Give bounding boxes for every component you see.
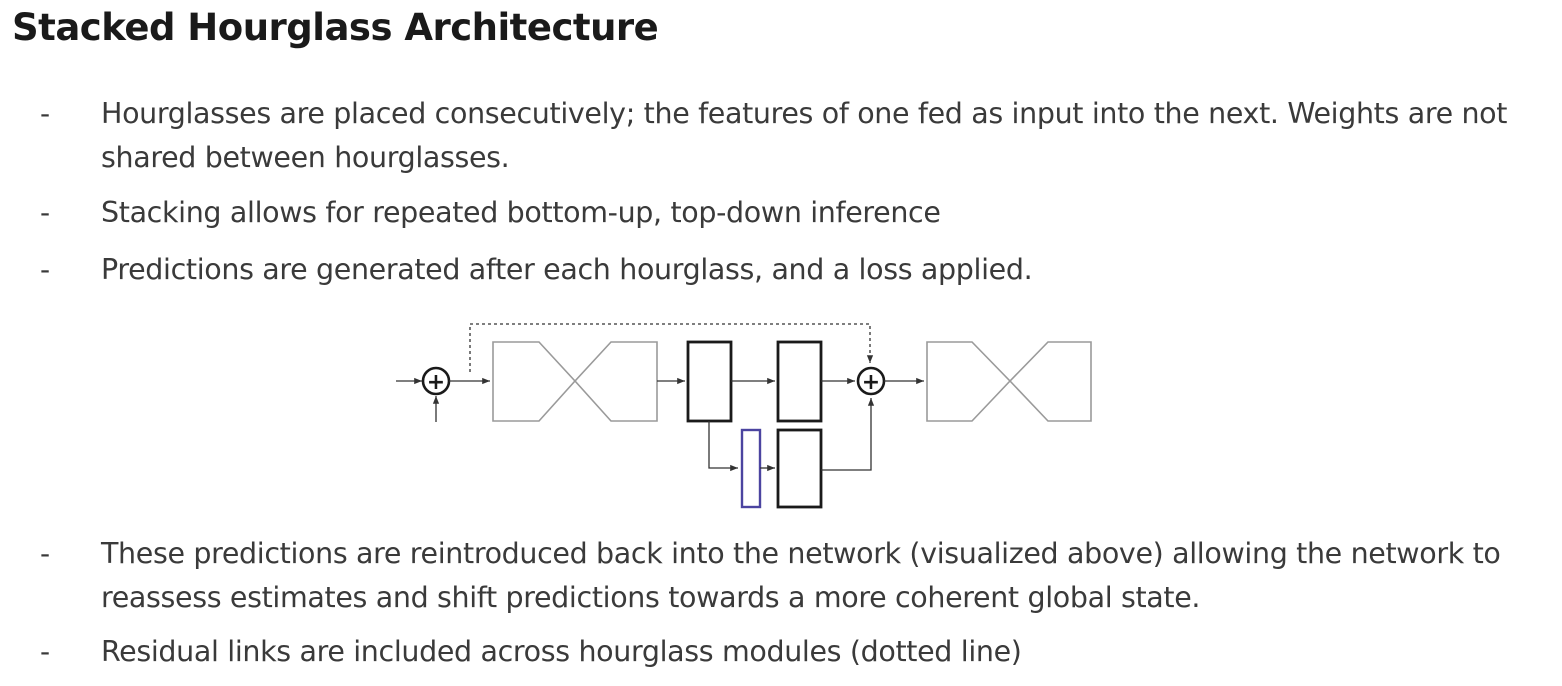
first-adder: + — [421, 366, 451, 396]
prediction-branch — [708, 421, 738, 472]
hourglass-module-2 — [926, 341, 1092, 422]
second-adder: + — [856, 366, 886, 396]
adder-plus-symbol: + — [862, 370, 880, 395]
residual-link-dotted — [469, 323, 874, 372]
stacked-hourglass-diagram: + + — [396, 323, 1092, 509]
bullet-text: These predictions are reintroduced back … — [101, 537, 1501, 614]
bullet-dash: - — [40, 196, 51, 229]
bullet-text: Stacking allows for repeated bottom-up, … — [101, 196, 941, 229]
bullet-dash: - — [40, 537, 51, 570]
hourglass-module-1 — [492, 341, 658, 422]
bullet-text: Hourglasses are placed consecutively; th… — [101, 97, 1508, 174]
adder-plus-symbol: + — [427, 370, 445, 395]
bullet-dash: - — [40, 97, 51, 130]
conv-block-1 — [686, 340, 733, 423]
slide-title: Stacked Hourglass Architecture — [12, 6, 659, 49]
conv-block-2 — [776, 340, 823, 423]
bullet-dash: - — [40, 635, 51, 668]
prediction-block — [740, 428, 762, 509]
bullet-dash: - — [40, 253, 51, 286]
bullet-text: Predictions are generated after each hou… — [101, 253, 1033, 286]
bullet-text: Residual links are included across hourg… — [101, 635, 1022, 668]
reintroduce-link — [821, 398, 875, 471]
conv-block-3 — [776, 428, 823, 509]
